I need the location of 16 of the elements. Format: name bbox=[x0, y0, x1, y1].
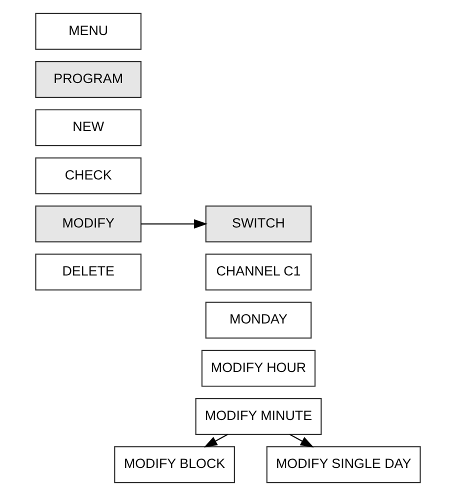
node-box: MONDAY bbox=[205, 301, 312, 338]
arrow bbox=[289, 433, 314, 447]
node-box: MENU bbox=[35, 12, 142, 50]
node-box: NEW bbox=[35, 108, 142, 146]
node-box: MODIFY bbox=[35, 204, 142, 242]
node-box: CHECK bbox=[35, 156, 142, 194]
node-box: DELETE bbox=[35, 253, 142, 290]
node-box: MODIFY BLOCK bbox=[114, 446, 235, 483]
node-box: SWITCH bbox=[205, 204, 312, 242]
node-box: CHANNEL C1 bbox=[205, 253, 312, 290]
node-box: MODIFY SINGLE DAY bbox=[266, 446, 421, 483]
node-box: PROGRAM bbox=[35, 60, 142, 98]
node-box: MODIFY MINUTE bbox=[195, 398, 322, 434]
arrow bbox=[141, 218, 208, 228]
node-box: MODIFY HOUR bbox=[201, 349, 316, 386]
arrow bbox=[204, 433, 228, 447]
